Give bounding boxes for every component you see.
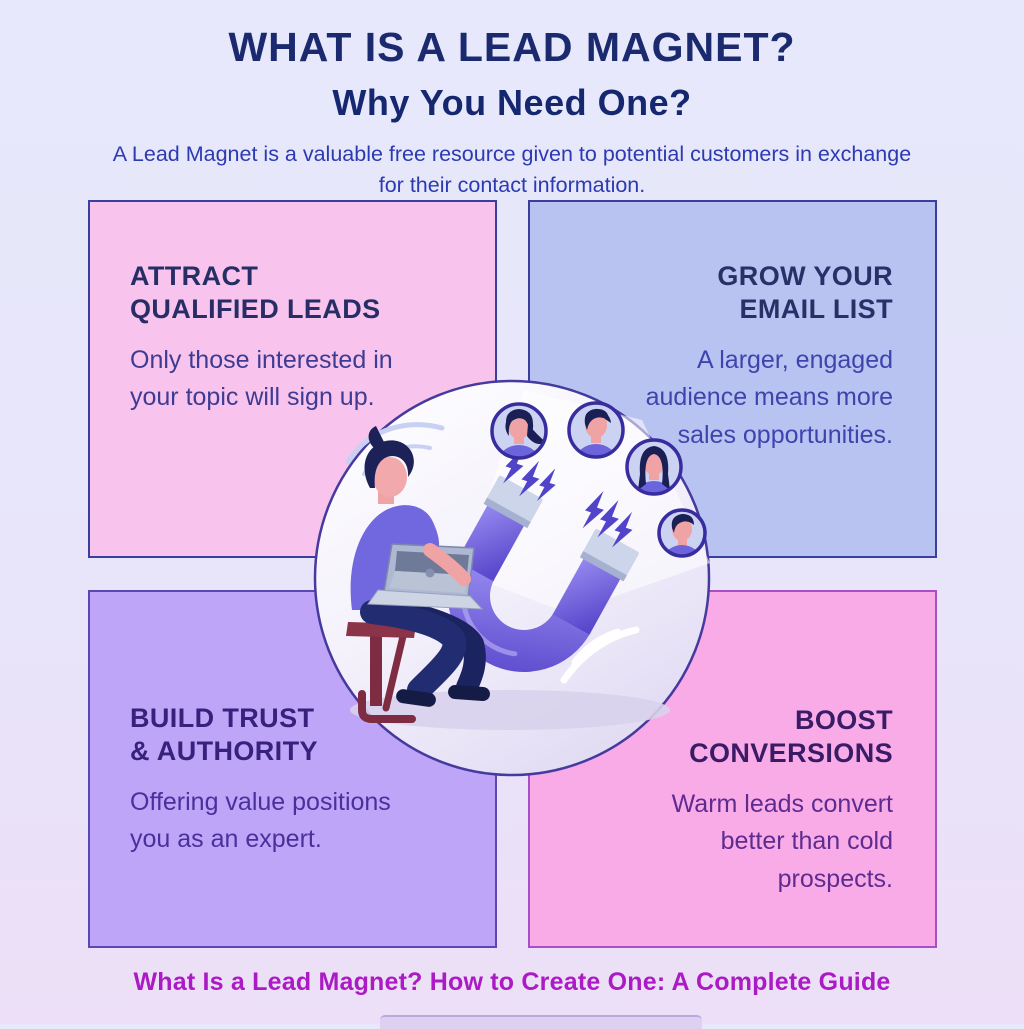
card-heading: BOOST CONVERSIONS	[560, 704, 893, 770]
person-shoe-far	[448, 685, 490, 701]
heading-line: GROW YOUR	[717, 261, 893, 291]
heading-line: CONVERSIONS	[689, 737, 893, 768]
person	[350, 426, 490, 707]
footer-caption: What Is a Lead Magnet? How to Create One…	[133, 968, 891, 996]
card-body-text: Offering value positions you as an exper…	[130, 787, 391, 854]
person-face	[373, 457, 407, 497]
person-hair-quiff	[368, 426, 384, 448]
page-description: A Lead Magnet is a valuable free resourc…	[112, 142, 912, 197]
heading-line: & AUTHORITY	[130, 735, 318, 766]
heading-line: BOOST	[794, 705, 893, 735]
heading-line: ATTRACT	[130, 261, 259, 291]
heading-line: EMAIL LIST	[739, 293, 893, 324]
lead-avatar-man-1	[567, 401, 625, 459]
card-body-text: A larger, engaged audience means more sa…	[645, 345, 893, 449]
person-forearm	[423, 543, 471, 586]
heading-line: QUALIFIED LEADS	[130, 293, 381, 324]
lead-avatar-man-2	[657, 508, 707, 558]
page-subtitle: Why You Need One?	[332, 82, 692, 123]
card-heading: BUILD TRUST & AUTHORITY	[130, 702, 465, 768]
person-shoe-near	[396, 689, 436, 707]
card-attract-qualified-leads: ATTRACT QUALIFIED LEADS Only those inter…	[88, 200, 497, 558]
card-heading: ATTRACT QUALIFIED LEADS	[130, 260, 465, 326]
lead-avatar-woman-1	[490, 402, 548, 460]
page-title: WHAT IS A LEAD MAGNET?	[228, 24, 796, 70]
person-leg-near	[360, 600, 467, 702]
card-body-text: Warm leads convert better than cold pros…	[671, 789, 893, 893]
person-hair	[364, 440, 414, 488]
card-heading: GROW YOUR EMAIL LIST	[560, 260, 893, 326]
lead-avatar-woman-2	[625, 438, 683, 496]
heading-line: BUILD TRUST	[130, 703, 315, 733]
laptop-icon	[367, 543, 484, 610]
lead-magnet-illustration	[312, 378, 712, 778]
bottom-cropped-bar	[380, 1015, 702, 1029]
motion-arcs-right-icon	[560, 626, 640, 684]
card-body-text: Only those interested in your topic will…	[130, 345, 393, 412]
card-grow-your-email-list: GROW YOUR EMAIL LIST A larger, engaged a…	[528, 200, 937, 558]
